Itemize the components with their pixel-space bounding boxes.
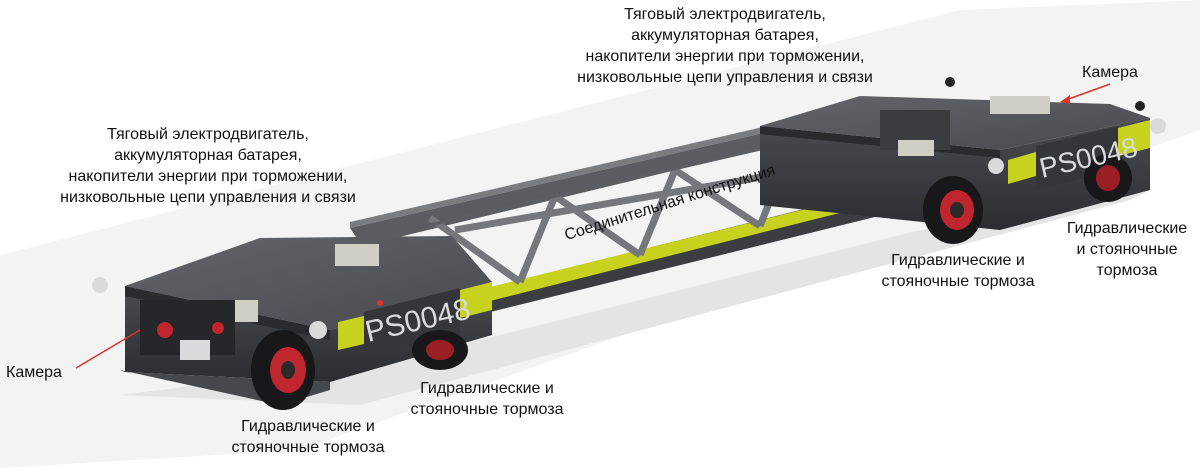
camera-left-pointer [75,329,141,369]
label-line: Гидравлические и [420,380,554,397]
label-brakes-rear-left: Гидравлические и стояночные тормоза [208,416,408,458]
rear-wheel-right [412,330,468,370]
rear-wheel-left [251,330,315,410]
label-drivetrain-front: Тяговый электродвигатель, аккумуляторная… [540,4,910,88]
label-line: накопители энергии при торможении, [585,48,865,65]
camera-right-arrowhead [1060,95,1070,104]
label-line: стояночные тормоза [410,401,564,418]
ground-shadow [120,185,1150,405]
label-line: Тяговый электродвигатель, [624,6,826,23]
camera-right-pointer [1065,83,1111,101]
front-wheel-left [923,176,983,244]
label-brakes-front-right: Гидравлические и стояночные тормоза [1052,218,1200,281]
label-line: Гидравлические [1066,220,1188,237]
label-line: тормоза [1096,262,1158,279]
label-line: низковольные цепи управления и связи [60,189,356,206]
front-module [760,77,1166,244]
rear-stripe-left [338,316,364,350]
rear-stripe-right [460,282,492,318]
label-line: Тяговый электродвигатель, [107,126,309,143]
label-line: аккумуляторная батарея, [114,147,302,164]
front-stripe-right [1118,120,1150,156]
label-drivetrain-rear: Тяговый электродвигатель, аккумуляторная… [8,124,408,208]
front-wheel-right [1084,154,1132,202]
label-line: аккумуляторная батарея, [631,27,819,44]
label-camera-rear: Камера [6,364,62,381]
label-line: Гидравлические и [241,418,375,435]
label-camera-front: Камера [1082,64,1138,81]
rear-module [92,236,492,410]
label-line: стояночные тормоза [881,273,1035,290]
label-line: накопители энергии при торможении, [68,168,348,185]
label-line: и стояночные [1076,241,1178,258]
front-stripe-left [1008,152,1036,184]
label-line: стояночные тормоза [231,439,385,456]
label-brakes-rear-right: Гидравлические и стояночные тормоза [392,378,582,420]
label-line: низковольные цепи управления и связи [577,69,873,86]
label-brakes-front-left: Гидравлические и стояночные тормоза [858,250,1058,292]
label-line: Гидравлические и [891,252,1025,269]
